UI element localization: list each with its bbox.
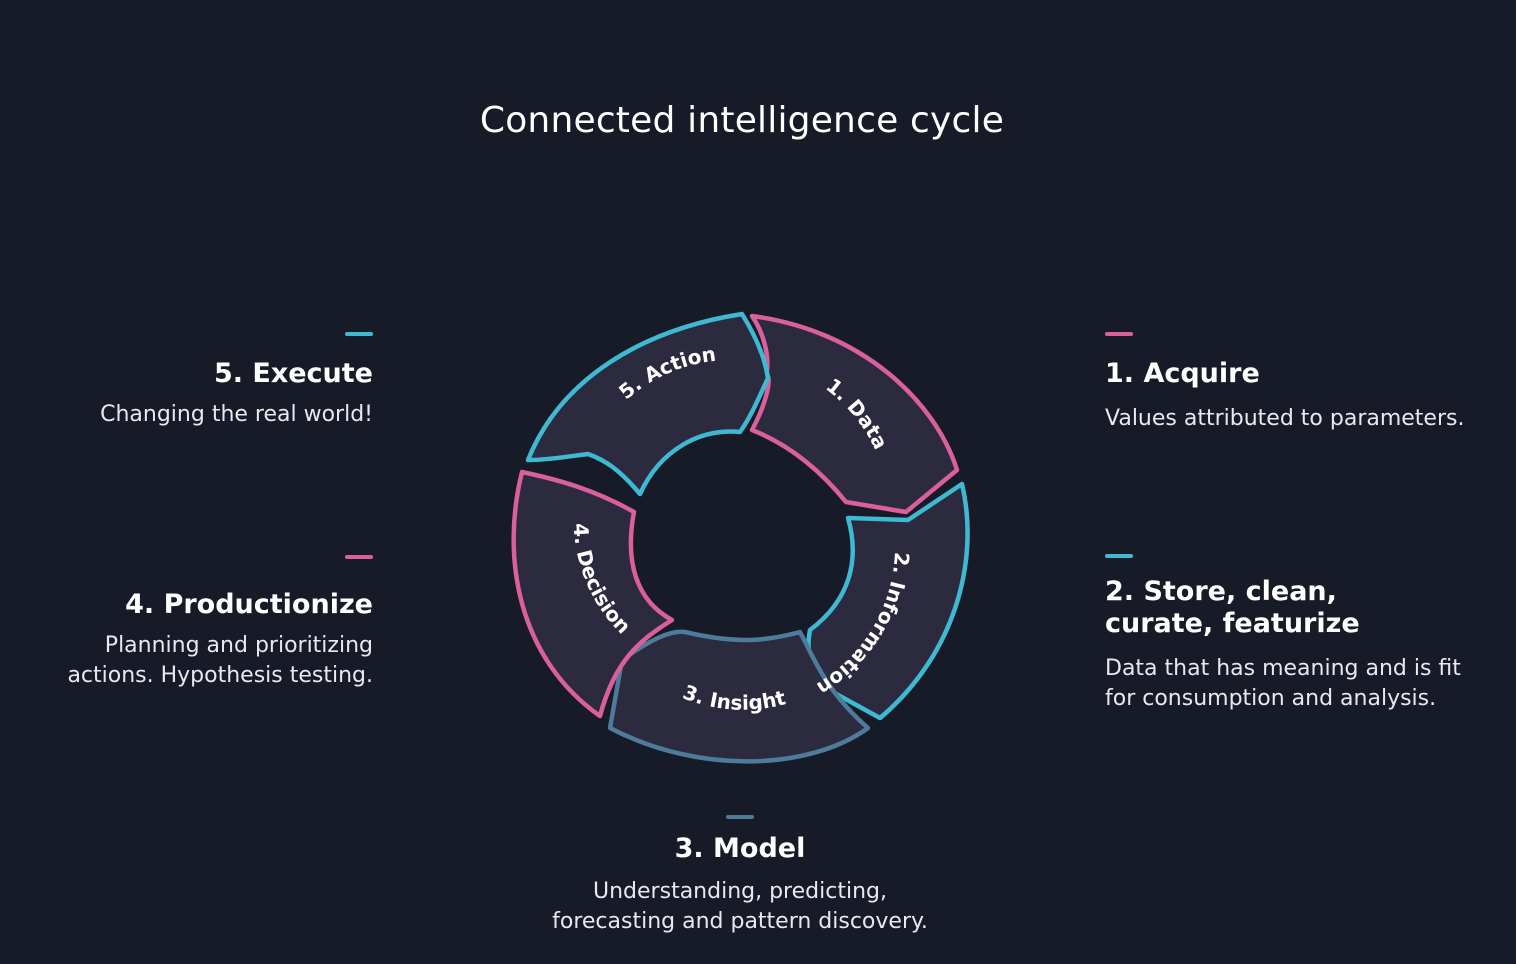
step-acquire: 1. Acquire Values attributed to paramete… [1105, 332, 1505, 434]
segment-decision [511, 469, 675, 719]
model-description-line1: Understanding, predicting, [593, 879, 887, 904]
model-accent-dash [726, 815, 754, 819]
step-model: 3. Model Understanding, predicting, forec… [540, 815, 940, 937]
productionize-description: Planning and prioritizing actions. Hypoth… [0, 631, 373, 691]
store-description: Data that has meaning and is fit for cons… [1105, 654, 1505, 714]
segment-action [525, 311, 771, 497]
store-description-line1: Data that has meaning and is fit [1105, 656, 1461, 681]
productionize-description-line1: Planning and prioritizing [104, 633, 373, 658]
model-description: Understanding, predicting, forecasting an… [540, 877, 940, 937]
store-heading-line2: curate, featurize [1105, 608, 1360, 639]
step-execute: 5. Execute Changing the real world! [0, 332, 373, 430]
store-description-line2: for consumption and analysis. [1105, 686, 1437, 711]
store-heading-line1: 2. Store, clean, [1105, 576, 1337, 607]
diagram-title: Connected intelligence cycle [479, 100, 1005, 141]
store-heading: 2. Store, clean,curate, featurize [1105, 576, 1505, 640]
execute-description: Changing the real world! [100, 402, 373, 427]
model-description-line2: forecasting and pattern discovery. [552, 909, 928, 934]
acquire-heading: 1. Acquire [1105, 358, 1260, 389]
productionize-heading: 4. Productionize [125, 589, 373, 620]
acquire-description: Values attributed to parameters. [1105, 406, 1465, 431]
execute-heading: 5. Execute [213, 358, 373, 389]
model-heading: 3. Model [674, 833, 806, 864]
segment-insight [607, 629, 871, 764]
step-store: 2. Store, clean,curate, featurize Data t… [1105, 554, 1505, 714]
store-accent-dash [1105, 554, 1133, 558]
execute-accent-dash [345, 332, 373, 336]
productionize-accent-dash [345, 555, 373, 559]
step-productionize: 4. Productionize Planning and prioritizi… [0, 555, 373, 691]
acquire-accent-dash [1105, 332, 1133, 336]
productionize-description-line2: actions. Hypothesis testing. [67, 663, 373, 688]
